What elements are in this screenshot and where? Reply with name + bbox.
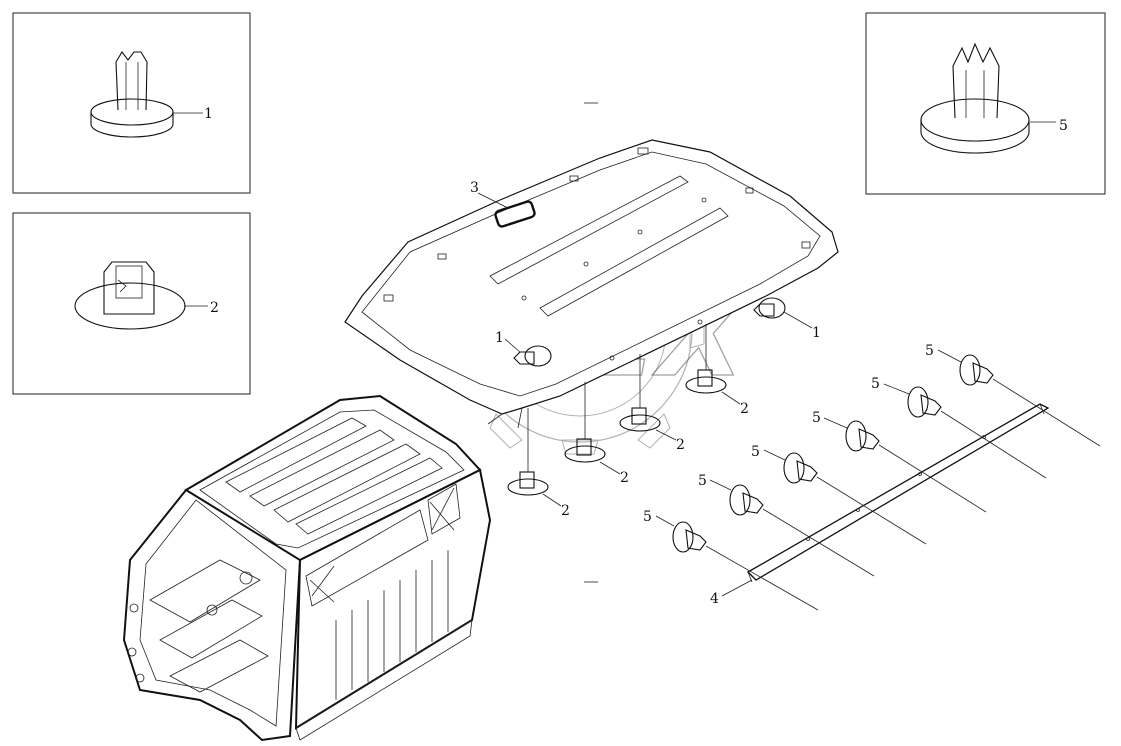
- push-rivet: 5: [812, 410, 987, 513]
- square-clip-installed: 2: [507, 408, 570, 519]
- callout-2-b: 2: [676, 437, 685, 453]
- callout-2-a: 2: [740, 401, 749, 417]
- callout-2-d: 2: [561, 503, 570, 519]
- callout-5-6: 5: [925, 343, 934, 359]
- push-rivet: 5: [871, 376, 1047, 479]
- inset-box-clip-2: 2: [12, 212, 251, 395]
- callout-3: 3: [470, 180, 479, 196]
- callout-5-5: 5: [871, 376, 880, 392]
- headliner-panel: 3: [344, 139, 839, 429]
- push-rivet: 5: [643, 509, 819, 611]
- square-clip-installed: 2: [564, 382, 629, 486]
- push-clip-icon: [90, 51, 174, 138]
- callout-5-4: 5: [812, 410, 821, 426]
- cab-body: [122, 394, 492, 742]
- square-clip-icon: [74, 261, 186, 330]
- inset-box-clip-1: 1: [12, 12, 251, 194]
- callout-2: 2: [210, 300, 219, 316]
- push-rivet: 5: [698, 473, 875, 577]
- push-rivet: 5: [925, 343, 1101, 447]
- callout-4: 4: [710, 591, 719, 607]
- square-clip-installed: 2: [619, 354, 685, 453]
- inset-box-clip-5: 5: [865, 12, 1106, 195]
- callout-5-1: 5: [643, 509, 652, 525]
- push-clip-installed: 1: [495, 330, 552, 367]
- callout-5: 5: [1059, 118, 1068, 134]
- callout-5-2: 5: [698, 473, 707, 489]
- square-clip-installed: 2: [685, 324, 749, 417]
- trim-strip: 4: [710, 403, 1050, 607]
- push-rivet-icon: [920, 42, 1030, 154]
- push-clip-installed: 1: [753, 297, 821, 341]
- callout-5-3: 5: [751, 444, 760, 460]
- push-rivet: 5: [751, 444, 927, 545]
- callout-2-c: 2: [620, 470, 629, 486]
- callout-1-left: 1: [495, 330, 504, 346]
- callout-1-right: 1: [812, 325, 821, 341]
- callout-1: 1: [204, 106, 213, 122]
